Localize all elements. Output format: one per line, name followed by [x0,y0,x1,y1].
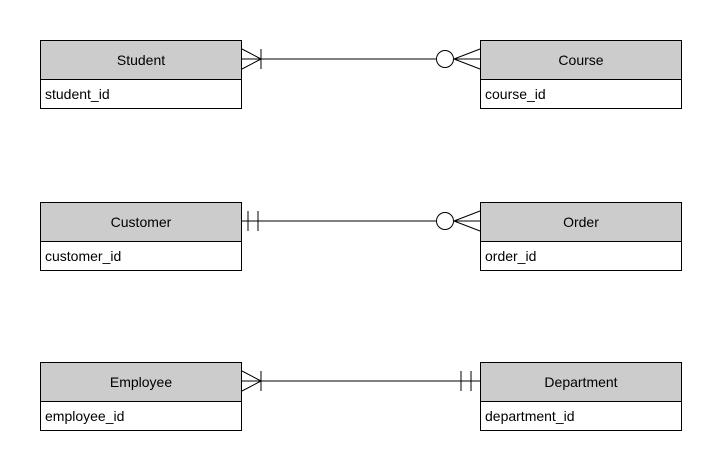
crow-foot-many-icon [241,48,262,70]
entity-title: Customer [41,203,241,242]
entity-student[interactable]: Student student_id [40,40,242,109]
entity-title: Department [481,363,681,402]
entity-employee[interactable]: Employee employee_id [40,362,242,431]
entity-attribute: order_id [481,242,681,270]
entity-course[interactable]: Course course_id [480,40,682,109]
entity-order[interactable]: Order order_id [480,202,682,271]
entity-attribute: course_id [481,80,681,108]
entity-attribute: student_id [41,80,241,108]
relationship-student-course[interactable] [241,48,481,70]
crow-foot-many-icon [453,48,481,70]
entity-attribute: employee_id [41,402,241,430]
relationship-employee-department[interactable] [241,370,480,392]
zero-circle-icon [436,50,454,68]
entity-title: Employee [41,363,241,402]
entity-attribute: customer_id [41,242,241,270]
entity-title: Student [41,41,241,80]
entity-title: Course [481,41,681,80]
crow-foot-many-icon [453,210,481,232]
zero-circle-icon [436,212,454,230]
crow-foot-many-icon [241,370,262,392]
entity-customer[interactable]: Customer customer_id [40,202,242,271]
relationship-customer-order[interactable] [242,210,481,232]
entity-attribute: department_id [481,402,681,430]
entity-title: Order [481,203,681,242]
entity-department[interactable]: Department department_id [480,362,682,431]
